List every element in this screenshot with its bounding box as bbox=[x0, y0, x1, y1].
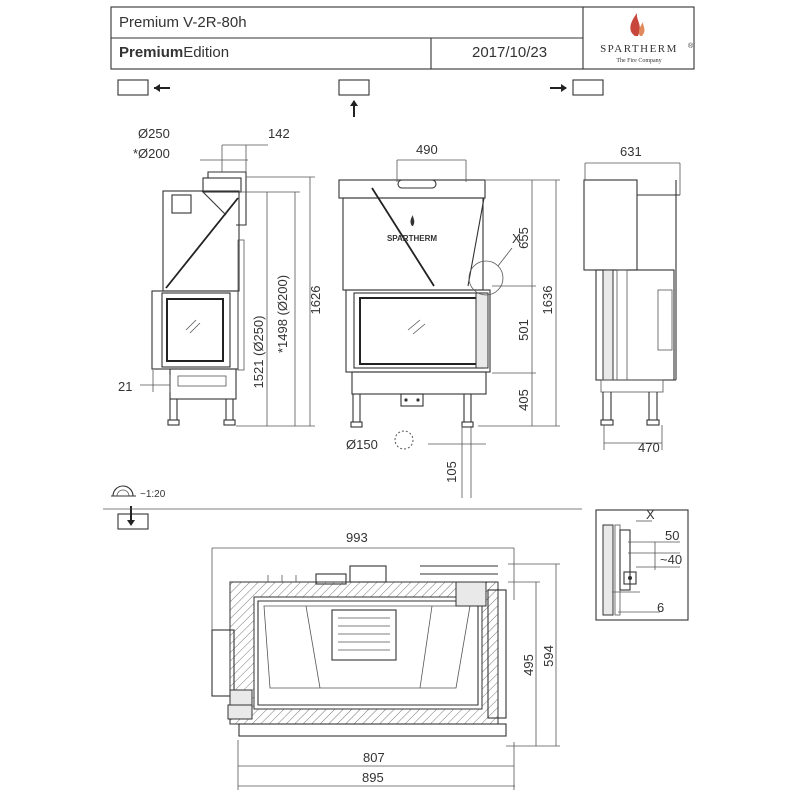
brand-name: SPARTHERM bbox=[600, 43, 678, 55]
dim-631: 631 bbox=[620, 144, 642, 159]
dim-993: 993 bbox=[346, 530, 368, 545]
detail-dim-40: ~40 bbox=[660, 552, 682, 567]
dim-142: 142 bbox=[268, 126, 290, 141]
dim-1626: 1626 bbox=[308, 286, 323, 315]
model-title: Premium V-2R-80h bbox=[119, 14, 247, 31]
view-marker-left bbox=[117, 79, 170, 96]
detail-dim-6: 6 bbox=[657, 600, 664, 615]
logo-flame-icon bbox=[410, 215, 415, 226]
logo-plate-text: SPARTHERM bbox=[387, 234, 437, 243]
dim-air-150: Ø150 bbox=[346, 437, 378, 452]
view-marker-top bbox=[117, 506, 149, 530]
dim-807: 807 bbox=[363, 750, 385, 765]
brand-tagline: The Fire Company bbox=[616, 58, 661, 64]
plan-view bbox=[211, 547, 560, 790]
brand-registered: ® bbox=[688, 42, 694, 50]
dim-1498: *1498 (Ø200) bbox=[275, 275, 290, 353]
side-view-left bbox=[140, 144, 315, 427]
dim-flue-250: Ø250 bbox=[138, 126, 170, 141]
dim-1636: 1636 bbox=[540, 286, 555, 315]
front-view: SPARTHERM bbox=[338, 159, 560, 498]
dim-490: 490 bbox=[416, 142, 438, 157]
dim-21: 21 bbox=[118, 379, 132, 394]
dim-405: 405 bbox=[516, 389, 531, 411]
dimension-labels: Ø250 *Ø200 142 1521 (Ø250) *1498 (Ø200) … bbox=[118, 126, 682, 785]
dim-470: 470 bbox=[638, 440, 660, 455]
view-marker-front bbox=[338, 79, 370, 117]
detail-x-view bbox=[595, 509, 689, 621]
spartherm-flame-icon bbox=[630, 13, 645, 36]
dim-1521: 1521 (Ø250) bbox=[251, 316, 266, 389]
title-block: SPARTHERM ® The Fire Company bbox=[110, 6, 695, 70]
dim-flue-200: *Ø200 bbox=[133, 146, 170, 161]
edition-label: PremiumEdition bbox=[119, 44, 229, 61]
scale-protractor-icon bbox=[111, 485, 136, 497]
drawing-date: 2017/10/23 bbox=[472, 44, 548, 61]
dim-895: 895 bbox=[362, 770, 384, 785]
dim-655: 655 bbox=[516, 227, 531, 249]
side-view-right bbox=[583, 162, 681, 450]
edition-bold: Premium bbox=[119, 44, 184, 61]
view-marker-right bbox=[550, 79, 604, 96]
dim-105: 105 bbox=[444, 461, 459, 483]
detail-x-marker: X bbox=[512, 231, 521, 246]
dim-501: 501 bbox=[516, 319, 531, 341]
edition-rest: Edition bbox=[183, 44, 230, 61]
detail-x-title: X bbox=[646, 507, 655, 522]
detail-dim-50: 50 bbox=[665, 528, 679, 543]
dim-495: 495 bbox=[521, 654, 536, 676]
scale-label: ~1:20 bbox=[140, 489, 166, 500]
dim-594: 594 bbox=[541, 645, 556, 667]
